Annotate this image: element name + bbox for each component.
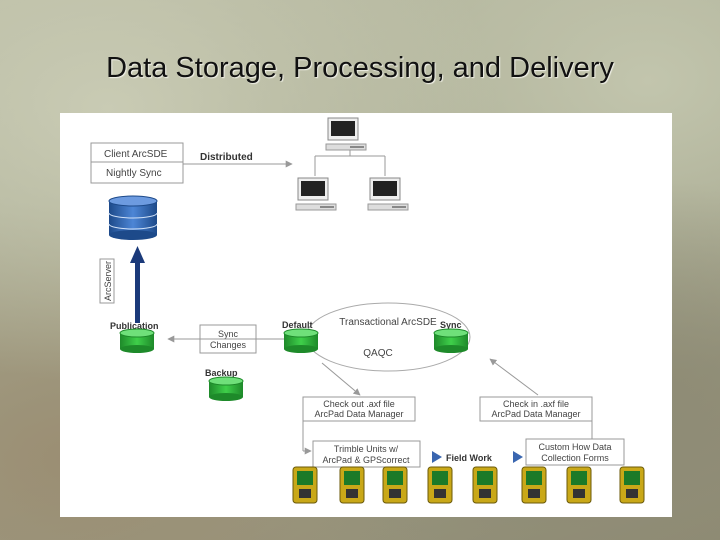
default-database-icon xyxy=(283,328,319,353)
nightly-sync-label: Nightly Sync xyxy=(106,168,162,179)
slide-title: Data Storage, Processing, and Delivery xyxy=(106,52,614,84)
handheld-device-icon xyxy=(339,466,365,504)
arcserver-box xyxy=(99,258,115,304)
qaqc-label: QAQC xyxy=(363,348,392,359)
client-arcsde-box: Client ArcSDE Nightly Sync xyxy=(90,142,184,184)
check-out-arrow xyxy=(321,362,361,396)
handheld-device-icon xyxy=(566,466,592,504)
handheld-devices xyxy=(292,466,645,504)
trimble-box xyxy=(312,440,421,468)
custom-forms-box xyxy=(525,438,625,466)
distributed-label: Distributed xyxy=(200,152,253,163)
sync-database-icon xyxy=(433,328,469,353)
client-database-icon xyxy=(108,195,158,240)
check-in-label-1: Check in .axf file xyxy=(503,399,569,409)
sync-changes-label-2: Changes xyxy=(210,340,247,350)
sync-changes-label-1: Sync xyxy=(218,329,239,339)
handheld-device-icon xyxy=(521,466,547,504)
data-flow-diagram: Client ArcSDE Nightly Sync Distributed xyxy=(90,117,645,504)
transactional-arcsde-label: Transactional ArcSDE xyxy=(339,317,437,328)
publish-arrow xyxy=(130,246,145,323)
publication-label: Publication xyxy=(110,321,159,331)
custom-forms-label-2: Collection Forms xyxy=(541,453,609,463)
computer-icon xyxy=(325,117,367,151)
client-arcsde-label: Client ArcSDE xyxy=(104,149,168,160)
handheld-device-icon xyxy=(292,466,318,504)
check-out-label-2: ArcPad Data Manager xyxy=(314,409,403,419)
trimble-label-2: ArcPad & GPScorrect xyxy=(322,455,410,465)
field-work-label: Field Work xyxy=(446,453,493,463)
check-out-box xyxy=(302,396,416,422)
computer-icon xyxy=(367,177,409,211)
trimble-label-1: Trimble Units w/ xyxy=(334,444,399,454)
check-in-arrow xyxy=(489,358,539,396)
backup-database-icon xyxy=(208,376,244,401)
computer-icon xyxy=(295,177,337,211)
handheld-device-icon xyxy=(427,466,453,504)
handheld-device-icon xyxy=(472,466,498,504)
arcserver-label: ArcServer xyxy=(103,261,113,301)
sync-label: Sync xyxy=(440,320,462,330)
custom-forms-label-1: Custom How Data xyxy=(538,442,611,452)
handheld-device-icon xyxy=(619,466,645,504)
field-work-flow: Field Work xyxy=(432,451,523,463)
default-label: Default xyxy=(282,320,313,330)
check-out-label-1: Check out .axf file xyxy=(323,399,395,409)
publication-database-icon xyxy=(119,328,155,353)
distribution-arrows xyxy=(183,146,386,176)
check-in-label-2: ArcPad Data Manager xyxy=(491,409,580,419)
diagram-panel: Client ArcSDE Nightly Sync Distributed xyxy=(60,113,672,517)
backup-label: Backup xyxy=(205,368,238,378)
handheld-device-icon xyxy=(382,466,408,504)
